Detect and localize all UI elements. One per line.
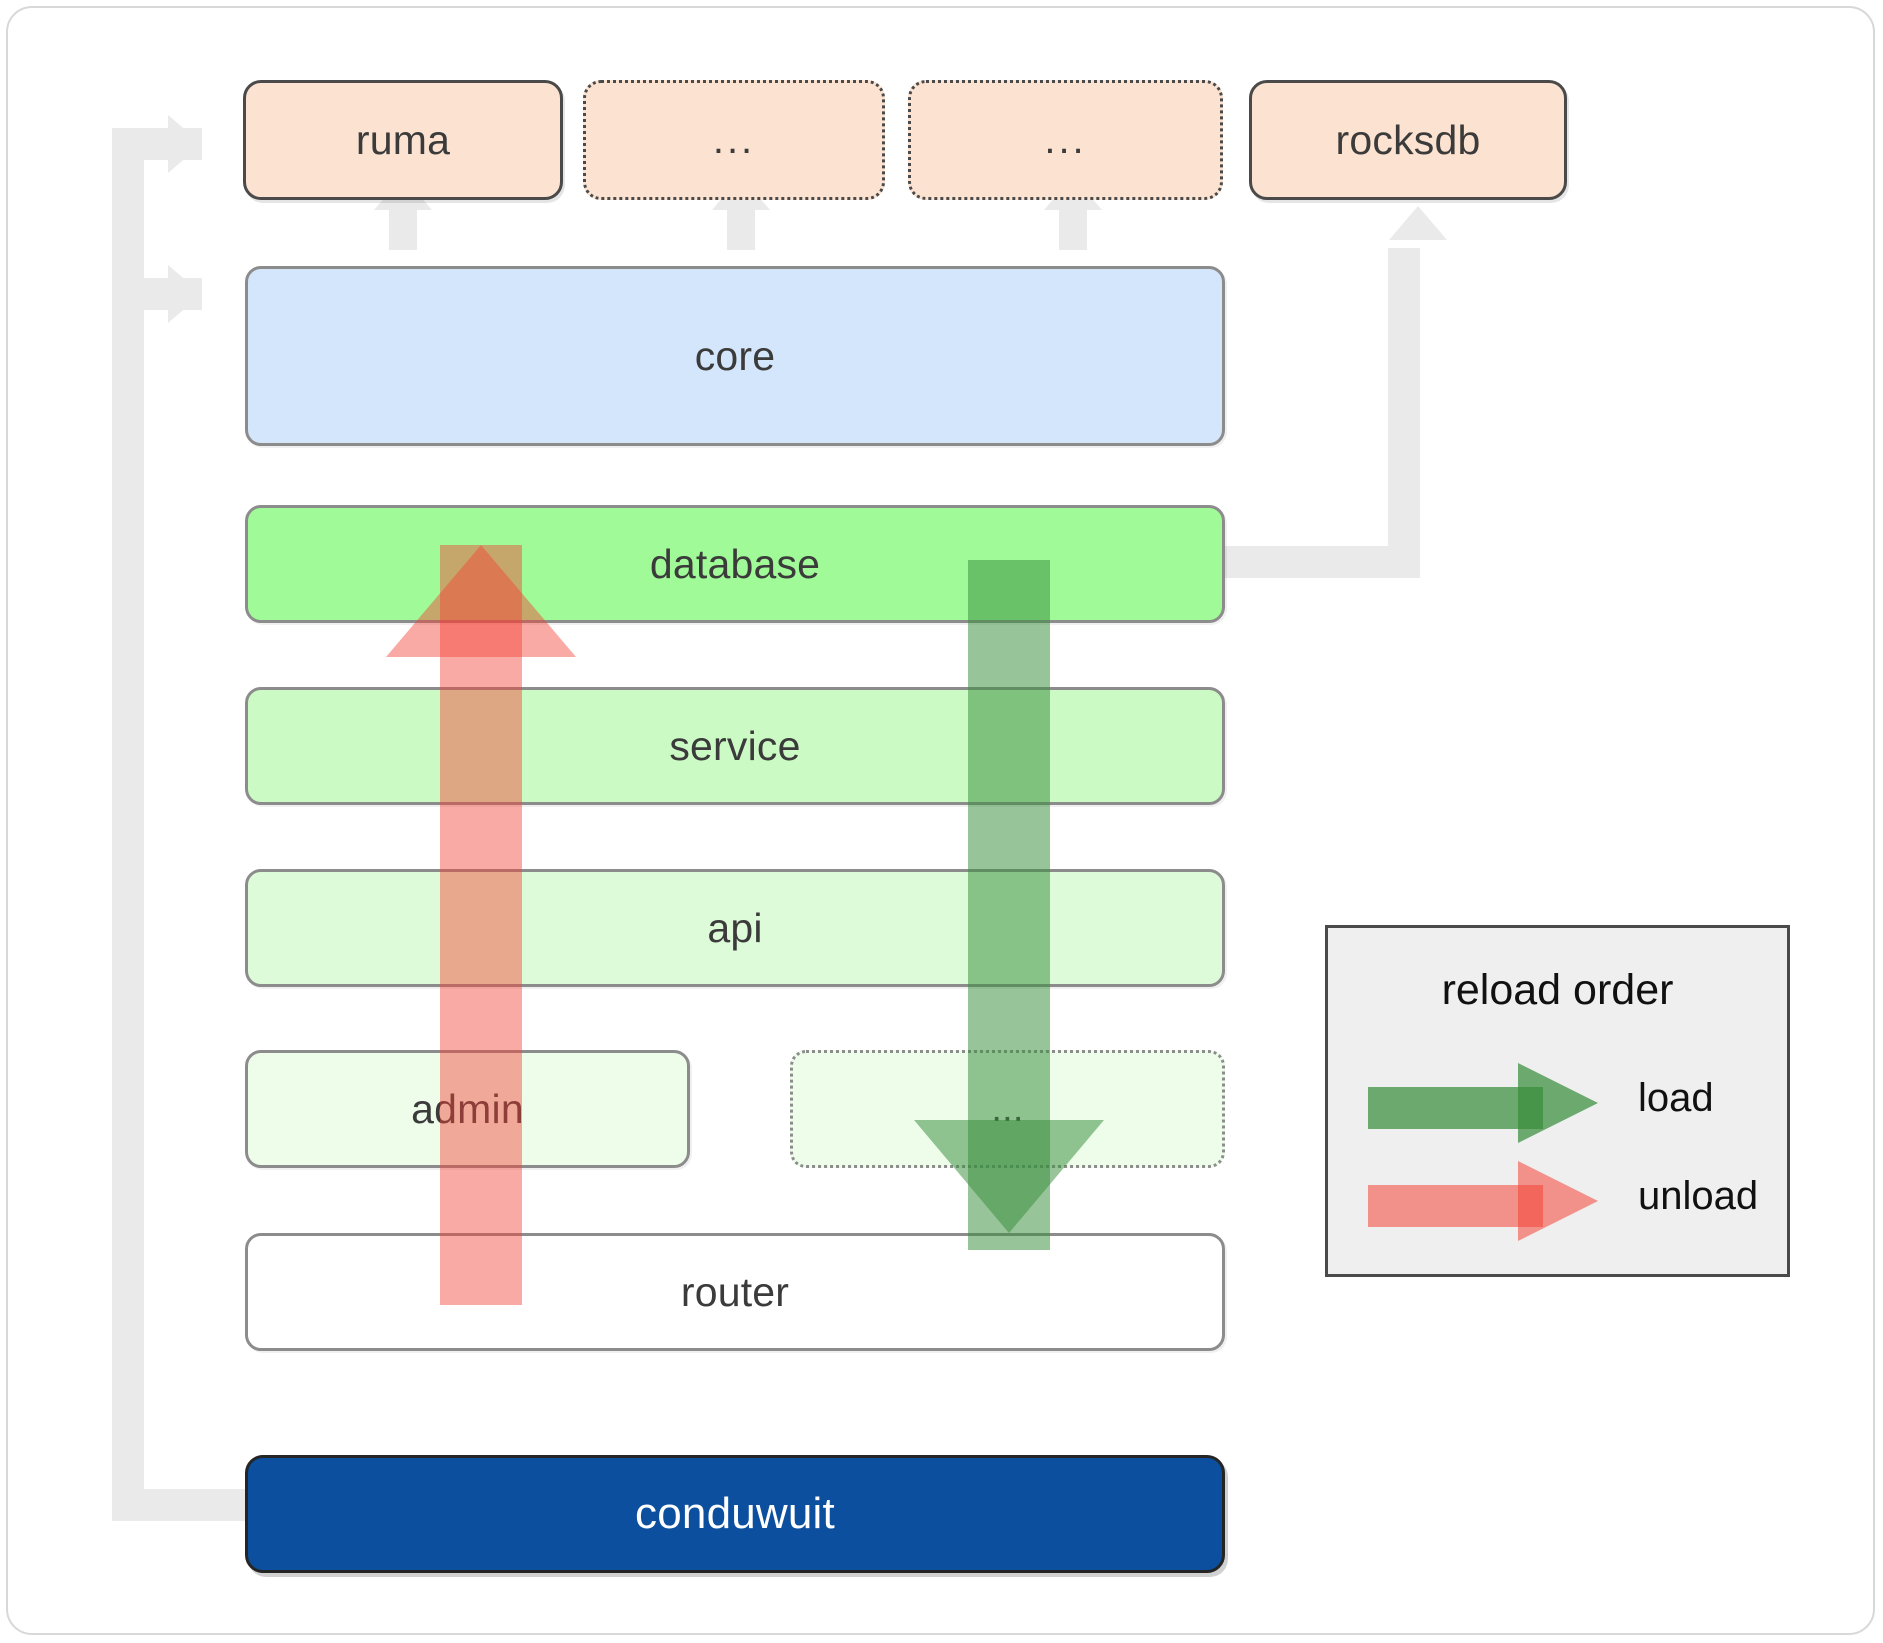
connector-core-to-ruma-shaft [389, 205, 417, 250]
load-arrow-head [914, 1120, 1104, 1233]
legend-unload-arrow-head [1518, 1161, 1598, 1241]
legend-title: reload order [1441, 966, 1674, 1014]
node-placeholder-dep-2[interactable]: ... [908, 80, 1223, 200]
node-rocksdb[interactable]: rocksdb [1249, 80, 1567, 200]
node-placeholder-dep-2-label: ... [1044, 118, 1087, 162]
connector-left-vertical [112, 128, 144, 1521]
legend-load-arrow-head [1518, 1063, 1598, 1143]
legend-panel: reload order load unload [1325, 925, 1790, 1277]
node-ruma[interactable]: ruma [243, 80, 563, 200]
legend-unload-label: unload [1638, 1174, 1759, 1218]
legend-unload-arrow-shaft [1368, 1185, 1543, 1227]
node-rocksdb-label: rocksdb [1335, 116, 1481, 163]
node-api[interactable]: api [245, 869, 1225, 987]
connector-arrowhead-ruma [168, 115, 202, 173]
node-core-label: core [694, 332, 776, 379]
connector-database-to-rocksdb-vertical [1388, 248, 1420, 568]
connector-core-to-more1-shaft [727, 205, 755, 250]
node-conduwuit[interactable]: conduwuit [245, 1455, 1225, 1573]
legend-entry-unload: unload [1328, 1161, 1787, 1246]
node-core[interactable]: core [245, 266, 1225, 446]
connector-core-to-more2-shaft [1059, 205, 1087, 250]
diagram-frame [6, 6, 1875, 1635]
connector-database-to-rocksdb-head [1389, 206, 1447, 240]
node-conduwuit-label: conduwuit [635, 1489, 835, 1538]
connector-database-to-rocksdb-horizontal [1220, 546, 1420, 578]
node-router-label: router [680, 1268, 790, 1315]
node-admin[interactable]: admin [245, 1050, 690, 1168]
node-api-label: api [707, 904, 763, 951]
node-router[interactable]: router [245, 1233, 1225, 1351]
node-ruma-label: ruma [355, 116, 451, 163]
node-service[interactable]: service [245, 687, 1225, 805]
node-admin-label: admin [411, 1085, 524, 1132]
node-placeholder-dep-1[interactable]: ... [583, 80, 885, 200]
unload-arrow-shaft [440, 545, 522, 1305]
node-service-label: service [669, 722, 801, 769]
node-database[interactable]: database [245, 505, 1225, 623]
node-placeholder-dep-1-label: ... [712, 118, 756, 162]
connector-arrowhead-core [168, 265, 202, 323]
legend-load-label: load [1638, 1076, 1714, 1120]
unload-arrow-head [386, 545, 576, 657]
legend-load-arrow-shaft [1368, 1087, 1543, 1129]
connector-left-to-conduwuit [112, 1489, 247, 1521]
node-database-label: database [649, 540, 821, 587]
legend-entry-load: load [1328, 1063, 1787, 1148]
